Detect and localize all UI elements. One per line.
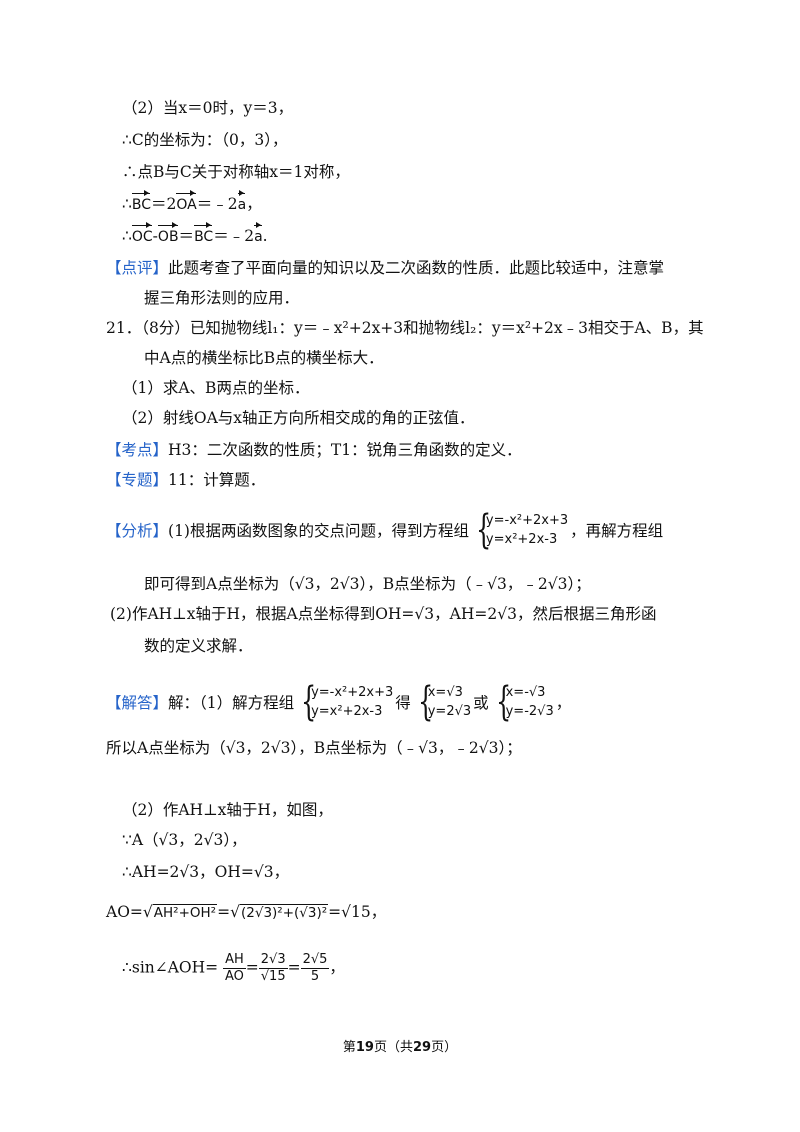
sqrt: √(2√3)²+(√3)² [230, 902, 329, 923]
zhuanti-text: 11：计算题． [168, 471, 266, 489]
question-part-2: （2）射线OA与x轴正方向所相交成的角的正弦值． [122, 409, 475, 427]
fenxi-text: (1)根据两函数图象的交点问题，得到方程组 [168, 522, 469, 540]
brace: { [475, 507, 492, 553]
ao-equation: AO=√AH²+OH²=√(2√3)²+(√3)²=√15， [106, 902, 386, 923]
text: ＝﹣2 [213, 227, 255, 245]
vector-equation-line: ∴BC＝2OA＝﹣2a， [122, 190, 262, 215]
sqrt: √AH²+OH² [142, 902, 218, 923]
text: ＝2 [151, 195, 177, 213]
equals: ＝ [178, 227, 195, 245]
text: ， [329, 958, 345, 977]
numerator: 2√5 [300, 952, 330, 969]
text: AO= [106, 903, 143, 921]
footer-text: 第 [342, 1040, 356, 1055]
equation-system: { y=-x²+2x+3 y=x²+2x-3 [301, 679, 394, 725]
text-line: 握三角形法则的应用． [144, 289, 300, 307]
text-line: ∴AH=2√3，OH=√3， [122, 863, 290, 881]
vector-equation-line: ∴OC-OB＝BC＝﹣2a. [122, 222, 268, 247]
radical-sign: √ [142, 903, 153, 921]
text-line: ∴C的坐标为：（0，3）， [122, 131, 288, 149]
brace: { [301, 679, 317, 725]
text: ， [246, 195, 262, 213]
equals: = [217, 903, 231, 921]
denominator: AO [224, 969, 244, 984]
minus: - [152, 227, 158, 245]
therefore: ∴ [122, 227, 132, 245]
solution-system: { x=√3 y=2√3 [417, 679, 472, 725]
text: . [262, 227, 268, 245]
vector-bc: BC [194, 222, 214, 245]
jieda-text: 解：（1）解方程组 [168, 694, 295, 712]
text: 或 [473, 694, 489, 712]
kaodian-tag: 【考点】 [106, 441, 169, 459]
equation-row: y=2√3 [427, 704, 472, 719]
equation-row: x=√3 [427, 685, 463, 700]
text: ∴sin∠AOH= [122, 958, 219, 977]
brace: { [417, 679, 434, 725]
text: 得 [395, 694, 411, 712]
equation-row: y=x²+2x-3 [311, 704, 383, 719]
text: =√15， [328, 903, 387, 921]
vector-a: a [254, 222, 263, 245]
radicand: AH²+OH² [152, 904, 218, 921]
fenxi-tag: 【分析】 [106, 522, 169, 540]
jieda-line: 【解答】解：（1）解方程组 { y=-x²+2x+3 y=x²+2x-3 得 {… [106, 679, 572, 725]
kaodian-line: 【考点】H3：二次函数的性质；T1：锐角三角函数的定义． [106, 440, 522, 460]
equals: = [245, 958, 259, 977]
page-footer: 第19页（共29页） [0, 1036, 800, 1055]
fenxi-line: 【分析】(1)根据两函数图象的交点问题，得到方程组 { y=-x²+2x+3 y… [106, 507, 664, 553]
fenxi-text: ，再解方程组 [570, 522, 664, 540]
text: ＝﹣2 [196, 195, 238, 213]
numerator: 2√3 [258, 952, 288, 969]
jieda-tag: 【解答】 [106, 694, 169, 712]
vector-ob: OB [157, 222, 179, 245]
page-number: 19 [355, 1040, 374, 1055]
equation-row: y=-x²+2x+3 [311, 685, 394, 700]
text-line: (2)作AH⊥x轴于H，根据A点坐标得到OH=√3，AH=2√3，然后根据三角形… [110, 605, 657, 623]
solution-system: { x=-√3 y=-2√3 [495, 679, 554, 725]
footer-text: 页（共 [373, 1040, 413, 1055]
radicand: (2√3)²+(√3)² [239, 904, 329, 921]
review-text: 此题考查了平面向量的知识以及二次函数的性质．此题比较适中，注意掌 [168, 259, 665, 277]
review-line: 【点评】此题考查了平面向量的知识以及二次函数的性质．此题比较适中，注意掌 [106, 258, 664, 278]
text-line: （2）当x＝0时，y＝3， [122, 99, 294, 117]
vector-oa: OA [176, 190, 197, 213]
equation-system: { y=-x²+2x+3 y=x²+2x-3 [475, 507, 569, 553]
therefore: ∴ [122, 195, 132, 213]
vector-oc: OC [131, 222, 153, 245]
fraction: 2√3√15 [258, 952, 288, 985]
denominator: √15 [260, 969, 286, 984]
brace: { [495, 679, 511, 725]
numerator: AH [223, 952, 246, 969]
zhuanti-line: 【专题】11：计算题． [106, 470, 265, 490]
denominator: 5 [310, 969, 320, 984]
text-line: 数的定义求解． [144, 637, 253, 655]
text-line: ∵A（√3，2√3）， [122, 831, 247, 849]
total-pages: 29 [413, 1040, 432, 1055]
equation-row: y=-x²+2x+3 [485, 513, 569, 528]
zhuanti-tag: 【专题】 [106, 471, 169, 489]
text: ， [555, 694, 572, 712]
vector-a: a [237, 190, 247, 213]
text-line: 所以A点坐标为（√3，2√3），B点坐标为（﹣√3，﹣2√3）； [106, 739, 522, 757]
equation-row: x=-√3 [505, 685, 546, 700]
review-tag: 【点评】 [106, 259, 169, 277]
equation-row: y=x²+2x-3 [485, 532, 558, 547]
question-21: 21．（8分）已知抛物线l₁：y＝﹣x²+2x+3和抛物线l₂：y＝x²+2x﹣… [106, 319, 704, 337]
equation-row: y=-2√3 [505, 704, 554, 719]
question-part-1: （1）求A、B两点的坐标． [122, 379, 310, 397]
equals: = [287, 958, 301, 977]
text-line: 即可得到A点坐标为（√3，2√3），B点坐标为（﹣√3，﹣2√3）； [144, 575, 591, 593]
text-line: （2）作AH⊥x轴于H，如图， [122, 801, 333, 819]
footer-text: 页） [431, 1040, 458, 1055]
text-line: ∴点B与C关于对称轴x＝1对称， [122, 163, 350, 181]
text-line: 中A点的横坐标比B点的横坐标大． [144, 349, 384, 367]
vector-bc: BC [131, 190, 152, 213]
kaodian-text: H3：二次函数的性质；T1：锐角三角函数的定义． [168, 441, 522, 459]
radical-sign: √ [230, 903, 240, 921]
